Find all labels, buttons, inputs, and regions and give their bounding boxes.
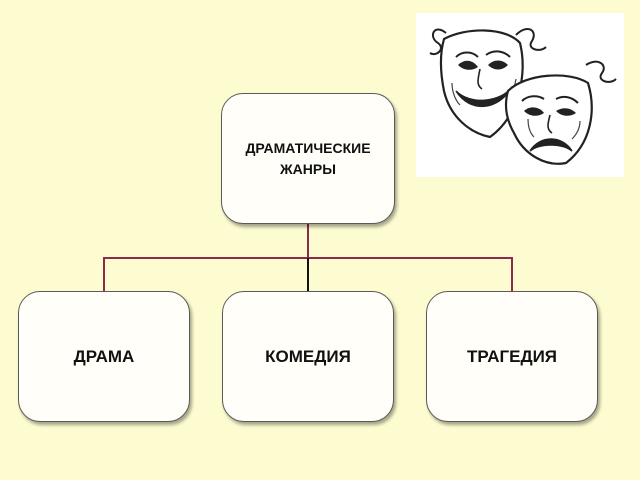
child-node-comedy-label: КОМЕДИЯ (265, 346, 351, 366)
child-node-drama-label: ДРАМА (73, 346, 135, 366)
root-node-label: ДРАМАТИЧЕСКИЕ ЖАНРЫ (245, 138, 370, 180)
child-node-drama: ДРАМА (18, 291, 190, 422)
root-node-label-line2: ЖАНРЫ (280, 160, 336, 177)
child-node-tragedy: ТРАГЕДИЯ (426, 291, 598, 422)
theatre-masks-icon (416, 13, 624, 177)
root-node-dramatic-genres: ДРАМАТИЧЕСКИЕ ЖАНРЫ (221, 93, 395, 224)
child-node-comedy: КОМЕДИЯ (222, 291, 394, 422)
child-node-tragedy-label: ТРАГЕДИЯ (466, 346, 558, 366)
root-node-label-line1: ДРАМАТИЧЕСКИЕ (245, 139, 371, 156)
